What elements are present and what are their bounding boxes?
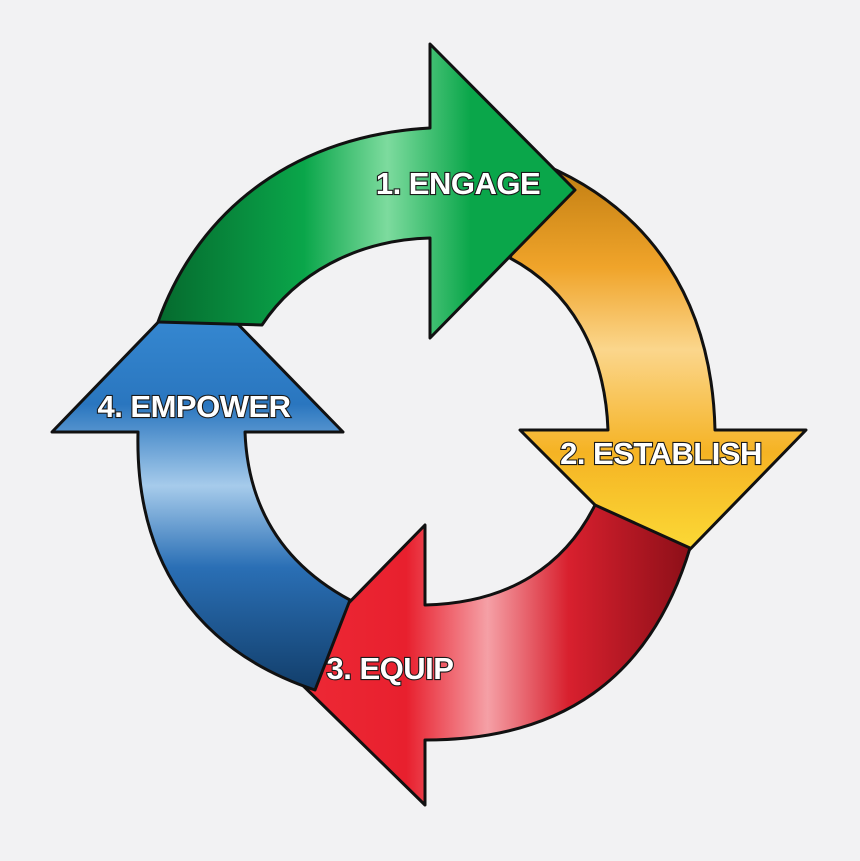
- establish-arrow-shape: [508, 163, 808, 577]
- empower-arrow: [50, 280, 352, 692]
- establish-label: 2. ESTABLISH: [560, 436, 762, 471]
- empower-label: 4. EMPOWER: [97, 389, 290, 424]
- establish-arrow: [508, 163, 808, 577]
- engage-label: 1. ENGAGE: [376, 166, 540, 201]
- engage-arrow: [156, 42, 577, 340]
- engage-arrow-shape: [156, 42, 577, 340]
- empower-arrow-shape: [50, 280, 352, 692]
- equip-arrow: [283, 503, 692, 807]
- equip-label: 3. EQUIP: [327, 651, 454, 686]
- equip-arrow-shape: [283, 503, 692, 807]
